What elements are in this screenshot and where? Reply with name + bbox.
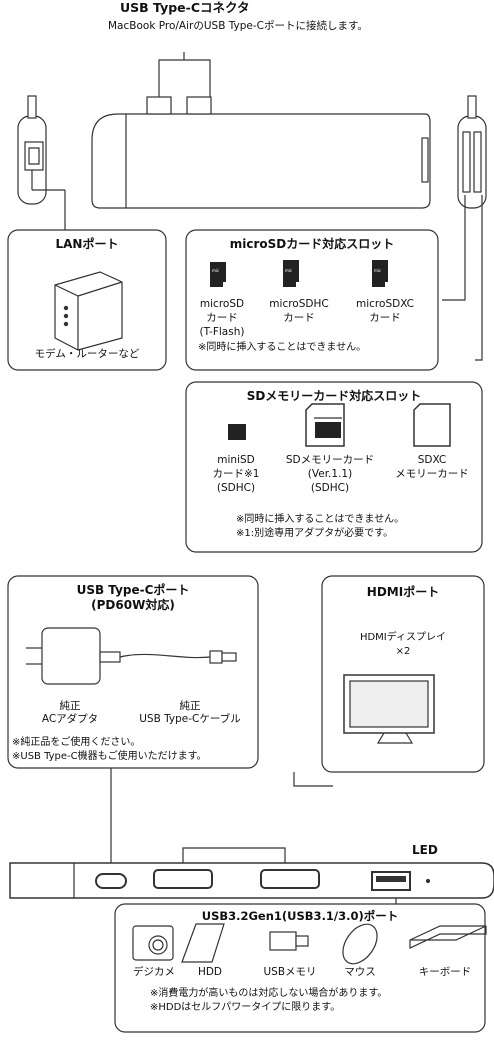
- router-icon: [54, 271, 123, 351]
- hub-body-side: [9, 862, 494, 899]
- hdmi-display-label: HDMIディスプレイ: [359, 632, 447, 643]
- svg-text:mic: mic: [374, 268, 381, 273]
- usbc-title: USB Type-Cポート: [76, 583, 190, 597]
- connector-lead-line: [158, 52, 211, 97]
- adapter-label: ACアダプタ: [41, 713, 99, 725]
- monitor-icon: [343, 674, 435, 744]
- sd-note-1: ※同時に挿入することはできません。: [236, 514, 405, 525]
- usb-c-plug-right: [186, 96, 212, 115]
- microsd-title: microSDカード対応スロット: [229, 237, 395, 251]
- hdmi-port-1: [153, 869, 213, 889]
- hub-body-top: [91, 113, 431, 209]
- microsd-card-icons: [210, 260, 388, 287]
- microsdhc-card-label: カード: [283, 312, 315, 324]
- minisd-card-icon: [228, 424, 246, 440]
- usbc-subtitle: (PD60W対応): [91, 598, 175, 612]
- minisd-label: miniSD: [217, 454, 255, 466]
- microsd-card-label: (T-Flash): [199, 326, 245, 338]
- mouse-icon: [342, 923, 378, 965]
- usb3-title: USB3.2Gen1(USB3.1/3.0)ポート: [201, 909, 399, 923]
- usb3-note-1: ※消費電力が高いものは対応しない場合があります。: [150, 988, 388, 999]
- minisd-label: (SDHC): [216, 482, 256, 494]
- microsd-note: ※同時に挿入することはできません。: [198, 342, 367, 353]
- svg-text:mic: mic: [212, 268, 219, 273]
- lan-title: LANポート: [55, 237, 119, 251]
- usbc-note-2: ※USB Type-C機器もご使用いただけます。: [12, 751, 207, 762]
- camera-icon: [132, 925, 174, 961]
- sdxc-label: メモリーカード: [395, 468, 469, 480]
- usb3-note-2: ※HDDはセルフパワータイプに限ります。: [150, 1002, 341, 1013]
- sdxc-label: SDXC: [417, 454, 447, 466]
- sd-title: SDメモリーカード対応スロット: [246, 389, 422, 403]
- adapter-label: 純正: [59, 700, 81, 712]
- sd-card-label: (Ver.1.1): [307, 468, 353, 480]
- sd-box: [185, 381, 483, 553]
- device-label: USBメモリ: [263, 966, 317, 978]
- sd-card-label: SDメモリーカード: [285, 454, 375, 466]
- microsdxc-card-label: カード: [369, 312, 401, 324]
- sdxc-card-icon: [413, 403, 451, 447]
- card-slot-side-view: [457, 115, 487, 209]
- usb-memory-icon: [269, 931, 309, 951]
- sd-card-label: (SDHC): [310, 482, 350, 494]
- usbc-note-1: ※純正品をご使用ください。: [12, 737, 141, 748]
- top-subtitle: MacBook Pro/AirのUSB Type-Cポートに接続します。: [108, 20, 368, 32]
- hdmi-port-2: [260, 869, 320, 889]
- led-indicator: [425, 878, 431, 884]
- microsd-card-label: カード: [206, 312, 238, 324]
- microsdxc-card-label: microSDXC: [356, 298, 414, 310]
- microsdhc-card-label: microSDHC: [269, 298, 329, 310]
- cable-label: 純正: [179, 700, 201, 712]
- sd-note-2: ※1:別途専用アダプタが必要です。: [236, 528, 394, 539]
- device-label: デジカメ: [133, 966, 175, 978]
- usbc-box: [7, 575, 259, 769]
- hdd-icon: [181, 923, 225, 963]
- minisd-label: カード※1: [212, 468, 260, 480]
- ac-adapter-icon: [26, 627, 237, 685]
- device-label: HDD: [197, 966, 223, 978]
- device-label: マウス: [344, 966, 376, 978]
- top-title: USB Type-Cコネクタ: [120, 0, 250, 15]
- svg-text:mic: mic: [285, 268, 292, 273]
- microsd-card-label: microSD: [199, 298, 245, 310]
- usb-c-plug-left: [146, 96, 172, 115]
- keyboard-icon: [409, 925, 487, 949]
- usb-c-port: [95, 873, 127, 889]
- hdmi-display-count: ×2: [395, 646, 411, 657]
- sd-card-icon: [305, 403, 345, 447]
- led-label: LED: [412, 843, 438, 857]
- device-label: キーボード: [418, 966, 472, 978]
- cable-label: USB Type-Cケーブル: [139, 713, 241, 725]
- hdmi-title: HDMIポート: [366, 585, 440, 599]
- lan-caption: モデム・ルーターなど: [34, 348, 140, 360]
